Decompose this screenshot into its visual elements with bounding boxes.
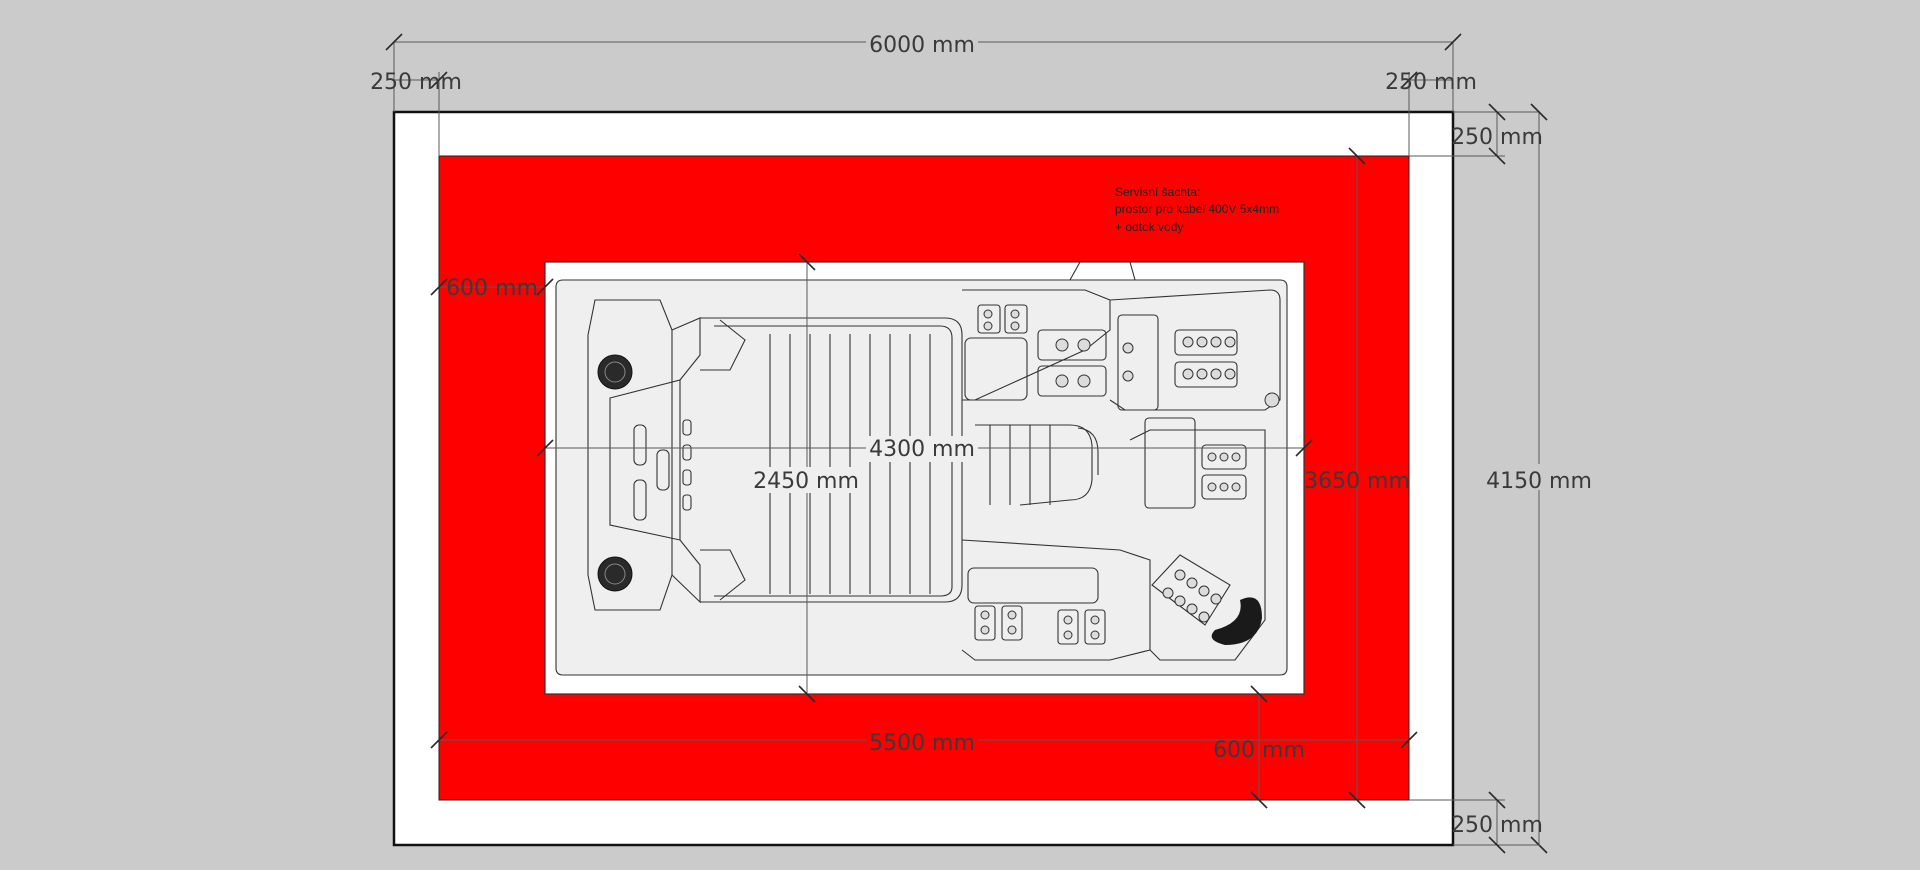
drain-bottom-icon <box>597 556 633 592</box>
spa-tub <box>555 261 1288 676</box>
border-top-label: 250 mm <box>1451 125 1543 150</box>
pit-width-label: 5500 mm <box>869 731 975 756</box>
service-shaft-note: Servisní šachta: prostor pro kabel 400V … <box>1115 185 1279 234</box>
spa-length-label: 4300 mm <box>869 437 975 462</box>
border-right-label: 250 mm <box>1385 70 1477 95</box>
note-line-2: prostor pro kabel 400V 5x4mm <box>1115 202 1279 216</box>
pit-height-label: 3650 mm <box>1304 469 1410 494</box>
note-line-3: + odtok vody <box>1115 220 1183 234</box>
gap-left-label: 600 mm <box>446 276 538 301</box>
left-inlets <box>682 419 692 511</box>
drain-top-icon <box>597 354 633 390</box>
spa-width-label: 2450 mm <box>753 469 859 494</box>
headrest-icon <box>1211 597 1262 645</box>
border-bottom-label: 250 mm <box>1451 813 1543 838</box>
gap-bottom-label: 600 mm <box>1213 738 1305 763</box>
overall-height-label: 4150 mm <box>1486 469 1592 494</box>
dimension-labels: 6000 mm 250 mm 250 mm 250 mm 4150 mm 250… <box>370 30 1598 838</box>
jets <box>980 309 1280 640</box>
border-left-label: 250 mm <box>370 70 462 95</box>
lane-floor-lines <box>769 334 1051 594</box>
note-line-1: Servisní šachta: <box>1115 185 1200 199</box>
overall-width-label: 6000 mm <box>869 33 975 58</box>
